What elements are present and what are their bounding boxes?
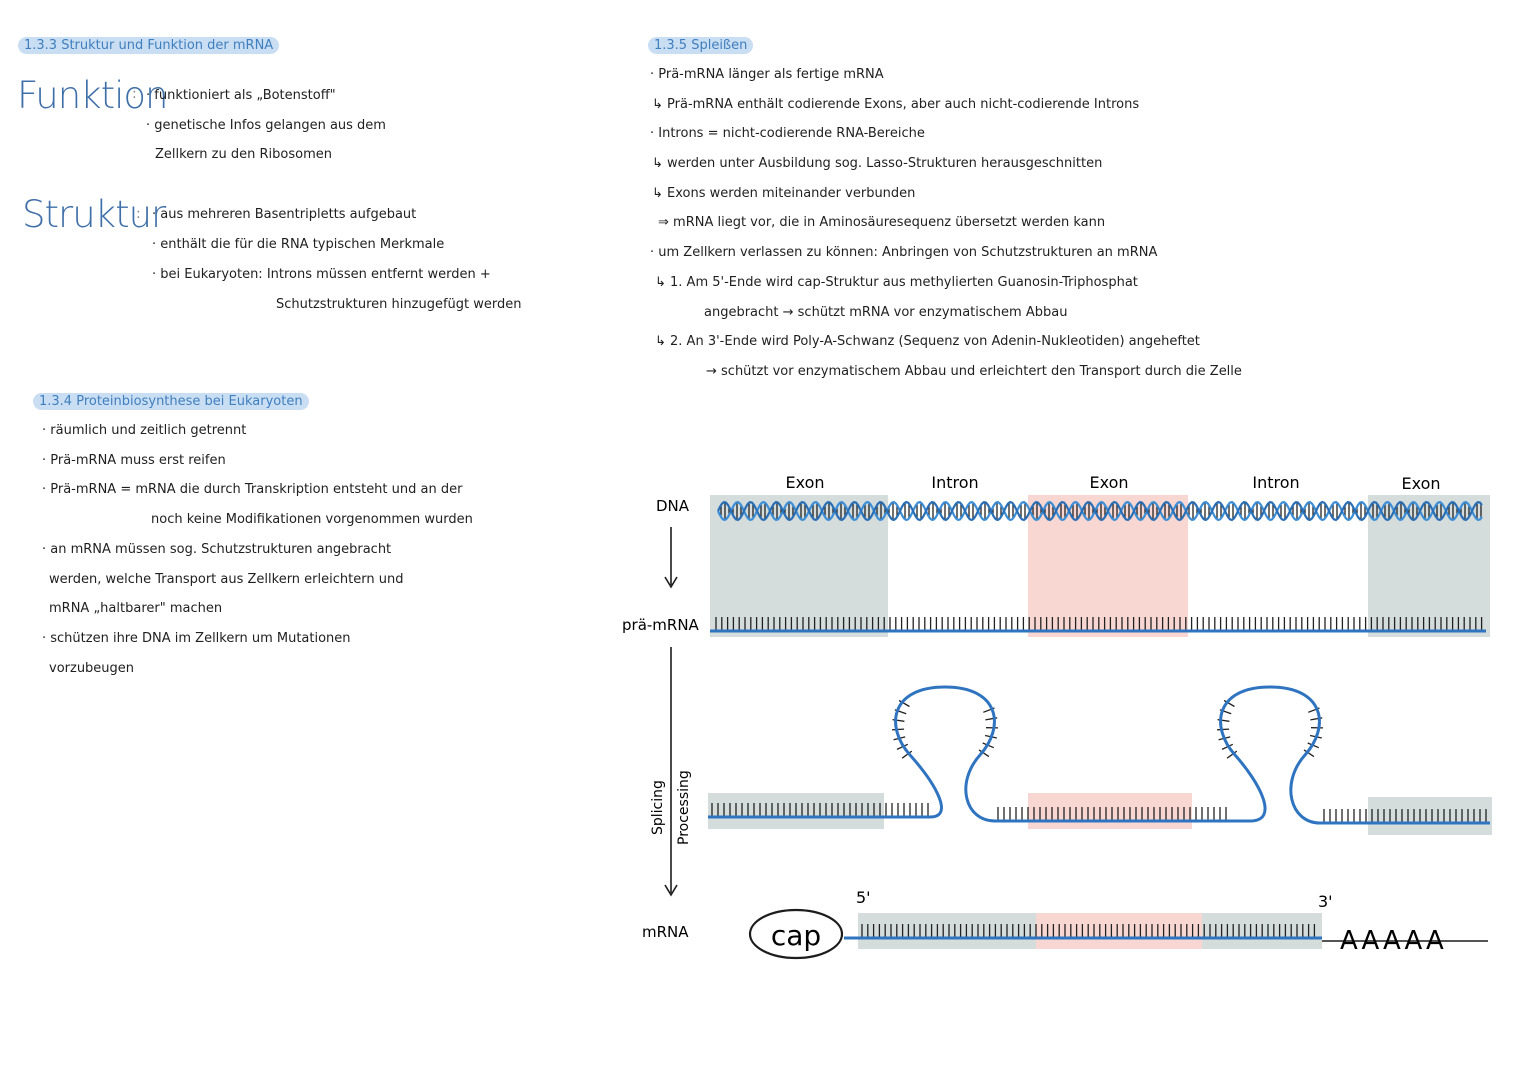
three-prime-label: 3' — [1318, 892, 1333, 911]
lasso-tick — [1303, 749, 1315, 758]
s134-line-7: mRNA „haltbarer" machen — [49, 601, 223, 616]
row-label-pre-mrna: prä-mRNA — [622, 616, 700, 634]
lasso-tick — [1223, 699, 1235, 708]
mrna-exon-1-shade — [858, 913, 1036, 949]
row-label-dna: DNA — [656, 497, 690, 515]
lasso-tick — [1226, 750, 1238, 759]
lasso-tick — [1217, 728, 1230, 731]
lasso-ticks — [892, 699, 1324, 759]
spliced-strand — [708, 685, 1490, 825]
row-label-mrna: mRNA — [642, 923, 689, 941]
s134-line-5: · an mRNA müssen sog. Schutzstrukturen a… — [42, 542, 392, 557]
struktur-line-4: Schutzstrukturen hinzugefügt werden — [276, 297, 522, 312]
s134-line-3: · Prä-mRNA = mRNA die durch Transkriptio… — [42, 482, 463, 497]
lasso-tick — [901, 750, 913, 759]
s134-line-9: vorzubeugen — [49, 661, 135, 676]
struktur-line-3: · bei Eukaryoten: Introns müssen entfern… — [152, 267, 491, 282]
struktur-line-1: · aus mehreren Basentripletts aufgebaut — [152, 207, 417, 222]
poly-a-tail: AAAAA — [1340, 926, 1447, 956]
s135-line-1: · Prä-mRNA länger als fertige mRNA — [650, 67, 884, 82]
funktion-colon: : — [132, 86, 137, 102]
s135-line-5: ↳ Exons werden miteinander verbunden — [652, 186, 916, 201]
arrow-head-2 — [664, 884, 678, 897]
s134-line-2: · Prä-mRNA muss erst reifen — [42, 453, 226, 468]
lasso-structures — [708, 685, 1490, 825]
s135-line-4: ↳ werden unter Ausbildung sog. Lasso-Str… — [652, 156, 1103, 171]
region-label-intron-2: Intron — [1252, 473, 1299, 492]
pre-mrna-strand — [710, 617, 1486, 633]
funktion-line-3: Zellkern zu den Ribosomen — [155, 147, 332, 162]
s135-line-6: ⇒ mRNA liegt vor, die in Aminosäureseque… — [658, 215, 1106, 230]
splice-exon-3-shade — [1368, 797, 1492, 835]
region-label-exon-1: Exon — [785, 473, 824, 492]
arrow-head-1 — [664, 576, 678, 589]
process-label-splicing: Splicing — [650, 780, 666, 835]
lasso-tick — [892, 728, 905, 731]
splice-ticks — [711, 803, 1487, 823]
s135-line-10: ↳ 2. An 3'-Ende wird Poly-A-Schwanz (Seq… — [655, 334, 1200, 349]
five-prime-label: 5' — [856, 888, 871, 907]
struktur-line-2: · enthält die für die RNA typischen Merk… — [152, 237, 445, 252]
cap-structure — [748, 908, 844, 960]
s135-line-11: → schützt vor enzymatischem Abbau und er… — [706, 364, 1242, 379]
lasso-tick — [898, 699, 910, 708]
struktur-title: Struktur — [22, 193, 166, 236]
mrna-ticks — [861, 924, 1316, 938]
struktur-colon: : — [136, 206, 141, 222]
cap-label: cap — [771, 919, 821, 952]
region-label-exon-3: Exon — [1401, 474, 1440, 493]
region-label-exon-2: Exon — [1089, 473, 1128, 492]
process-label-processing: Processing — [676, 770, 692, 845]
s135-line-8: ↳ 1. Am 5'-Ende wird cap-Struktur aus me… — [655, 275, 1138, 290]
s135-line-3: · Introns = nicht-codierende RNA-Bereich… — [650, 126, 925, 141]
s134-line-6: werden, welche Transport aus Zellkern er… — [49, 572, 404, 587]
s135-line-9: angebracht → schützt mRNA vor enzymatisc… — [704, 305, 1068, 320]
s135-line-7: · um Zellkern verlassen zu können: Anbri… — [650, 245, 1158, 260]
region-label-intron-1: Intron — [931, 473, 978, 492]
mrna-exon-2-shade — [1036, 913, 1202, 949]
heading-1-3-3: 1.3.3 Struktur und Funktion der mRNA — [18, 37, 280, 54]
funktion-line-2: · genetische Infos gelangen aus dem — [146, 118, 386, 133]
funktion-title: Funktion — [17, 74, 168, 117]
s134-line-4: noch keine Modifikationen vorgenommen wu… — [151, 512, 473, 527]
funktion-line-1: · funktioniert als „Botenstoff" — [146, 88, 336, 103]
s135-line-2: ↳ Prä-mRNA enthält codierende Exons, abe… — [652, 97, 1140, 112]
s134-line-1: · räumlich und zeitlich getrennt — [42, 423, 247, 438]
lasso-tick — [978, 749, 990, 758]
dna-double-helix — [717, 500, 1483, 522]
heading-1-3-4: 1.3.4 Proteinbiosynthese bei Eukaryoten — [33, 393, 309, 410]
heading-1-3-5: 1.3.5 Spleißen — [648, 37, 754, 54]
splicing-diagram: Exon Intron Exon Intron Exon DNA prä-mRN… — [622, 473, 1492, 960]
splice-exon-2-shade — [1028, 793, 1192, 829]
exon-2-shade — [1028, 495, 1188, 637]
s134-line-8: · schützen ihre DNA im Zellkern um Mutat… — [42, 631, 351, 646]
